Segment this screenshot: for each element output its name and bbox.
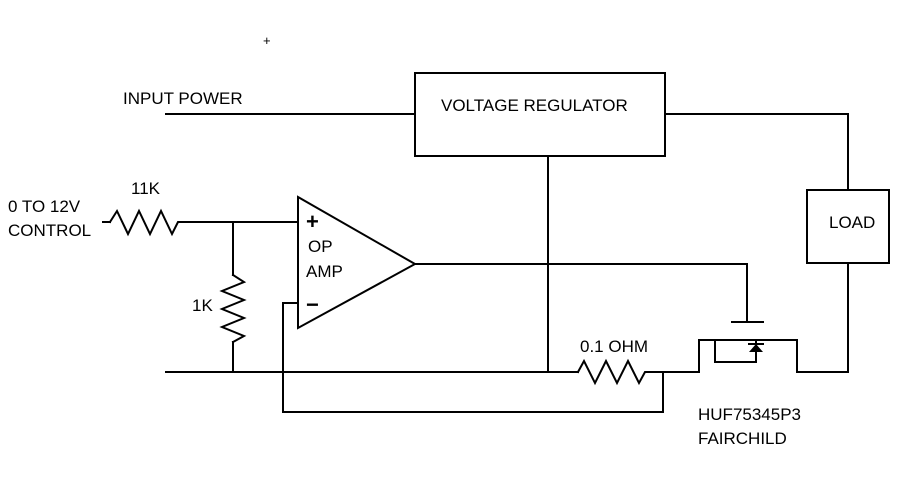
feedback-wire — [282, 302, 664, 413]
mosfet-symbol — [698, 321, 798, 373]
control-label-line2: CONTROL — [8, 221, 91, 240]
resistor-1k-label: 1K — [192, 296, 213, 315]
stray-plus-mark: + — [263, 33, 271, 48]
mosfet-maker-label: FAIRCHILD — [698, 429, 787, 448]
op-amp-output-wire — [414, 263, 748, 323]
resistor-sense — [576, 358, 664, 386]
resistor-11k-label: 11K — [131, 179, 161, 198]
op-amp-symbol — [297, 195, 418, 330]
op-amp-label-line1: OP — [308, 237, 333, 256]
regulator-to-load-wire — [664, 113, 849, 191]
resistor-11k — [108, 208, 186, 237]
load-label: LOAD — [829, 213, 875, 232]
control-label-line1: 0 TO 12V — [8, 197, 81, 216]
op-amp-label-line2: AMP — [306, 262, 343, 281]
op-amp-plus-sign: + — [306, 209, 319, 234]
resistor-1k — [219, 273, 247, 344]
input-power-label: INPUT POWER — [123, 89, 243, 108]
op-amp-minus-sign: − — [306, 292, 319, 317]
voltage-regulator-label: VOLTAGE REGULATOR — [441, 96, 628, 115]
load-to-mosfet-wire — [796, 262, 849, 373]
resistor-sense-label: 0.1 OHM — [580, 337, 648, 356]
load-box — [806, 189, 890, 264]
mosfet-part-label: HUF75345P3 — [698, 405, 801, 424]
